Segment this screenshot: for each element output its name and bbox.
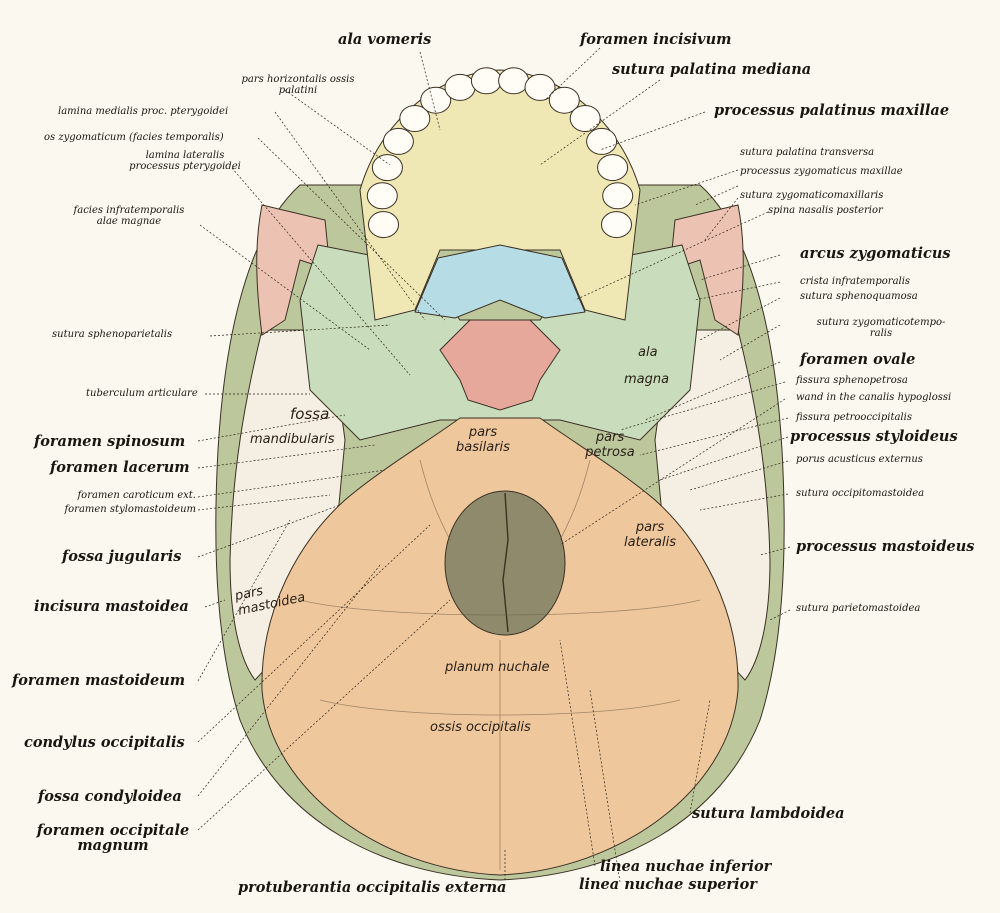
label-sutura-lambdoidea: sutura lambdoidea	[692, 805, 845, 822]
tooth	[420, 86, 452, 114]
teeth-row	[366, 67, 634, 239]
label-crista-infratemporalis: crista infratemporalis	[800, 276, 911, 287]
label-sutura-zygomaticotemporalis-line2: ralis	[869, 327, 893, 339]
label-sutura-palatina-mediana: sutura palatina mediana	[612, 61, 812, 78]
label-sutura-occipitomastoidea: sutura occipitomastoidea	[796, 488, 925, 499]
label-spina-nasalis-posterior: spina nasalis posterior	[768, 205, 883, 216]
label-foramen-mastoideum: foramen mastoideum	[12, 672, 186, 689]
tooth	[524, 73, 556, 101]
label-processus-palatinus-maxillae: processus palatinus maxillae	[714, 102, 950, 119]
label-sutura-zygomaticomaxillaris: sutura zygomaticomaxillaris	[740, 190, 884, 201]
label-foramen-caroticum: foramen caroticum ext.	[77, 490, 196, 501]
inside-ala: ala	[638, 345, 658, 360]
label-sutura-zygomaticotemporalis-line1: sutura zygomaticotempo-	[816, 317, 946, 328]
tooth	[371, 154, 403, 182]
foramen-line	[502, 492, 509, 633]
tooth	[597, 154, 629, 182]
label-processus-styloideus: processus styloideus	[790, 428, 958, 445]
vomer	[439, 319, 561, 411]
inside-pars-petrosa-line2: petrosa	[585, 445, 635, 460]
label-fissura-sphenopetrosa: fissura sphenopetrosa	[796, 375, 908, 386]
inside-magna: magna	[624, 372, 670, 387]
label-foramen-ovale: foramen ovale	[800, 351, 916, 368]
label-lamina-medialis: lamina medialis proc. pterygoidei	[58, 106, 229, 117]
inside-pars-lateralis-line2: lateralis	[624, 535, 676, 550]
label-tuberculum-articulare: tuberculum articulare	[86, 388, 198, 399]
inside-fossa: fossa	[290, 405, 330, 423]
label-wand-canalis: wand in the canalis hypoglossi	[796, 392, 952, 403]
tooth	[444, 73, 476, 101]
label-sutura-palatina-transversa: sutura palatina transversa	[740, 147, 875, 158]
tooth	[368, 211, 399, 239]
tooth	[382, 127, 414, 155]
tooth	[586, 127, 618, 155]
inside-ossis-occipitalis: ossis occipitalis	[430, 720, 531, 735]
tooth	[498, 67, 530, 95]
label-pars-horizontalis-line1: pars horizontalis ossis	[241, 74, 355, 85]
label-processus-zygomaticus-maxillae: processus zygomaticus maxillae	[740, 166, 903, 177]
inside-pars-lateralis-line1: pars	[635, 520, 665, 535]
shading	[299, 459, 701, 870]
inside-pars-petrosa-line1: pars	[595, 430, 625, 445]
label-porus-acusticus: porus acusticus externus	[796, 454, 923, 465]
inside-pars-basilaris-line2: basilaris	[456, 440, 510, 455]
label-sutura-zygomaticotemporalis: sutura zygomaticotempo-ralis	[796, 317, 966, 339]
label-ala-vomeris: ala vomeris	[338, 31, 432, 48]
label-fossa-jugularis: fossa jugularis	[62, 548, 182, 565]
palatine-bone	[414, 244, 586, 319]
label-foramen-lacerum: foramen lacerum	[50, 459, 190, 476]
label-linea-nuchae-inferior: linea nuchae inferior	[600, 858, 772, 875]
label-sutura-sphenoquamosa: sutura sphenoquamosa	[800, 291, 918, 302]
label-facies-infratemporalis-line1: facies infratemporalis	[73, 205, 185, 216]
label-foramen-stylomastoideum: foramen stylomastoideum	[64, 504, 196, 515]
label-foramen-spinosum: foramen spinosum	[34, 433, 186, 450]
label-pars-horizontalis-line2: palatini	[278, 84, 318, 96]
zygomatic-left	[256, 204, 331, 336]
inside-pars-basilaris-line1: pars	[468, 425, 498, 440]
label-os-zygomaticum: os zygomaticum (facies temporalis)	[44, 132, 224, 143]
label-sutura-parietomastoidea: sutura parietomastoidea	[796, 603, 921, 614]
tooth	[569, 105, 601, 132]
label-fossa-condyloidea: fossa condyloidea	[38, 788, 182, 805]
tooth	[366, 182, 398, 210]
label-facies-infratemporalis-line2: alae magnae	[96, 215, 162, 227]
label-processus-mastoideus: processus mastoideus	[796, 538, 975, 555]
label-protuberantia: protuberantia occipitalis externa	[238, 879, 507, 896]
palatine-maxilla	[359, 69, 641, 321]
label-condylus-occipitalis: condylus occipitalis	[24, 734, 185, 751]
label-fissura-petrooccipitalis: fissura petrooccipitalis	[796, 412, 912, 423]
tooth	[601, 211, 632, 239]
label-sutura-sphenoparietalis: sutura sphenoparietalis	[52, 329, 173, 340]
leader-lines	[197, 47, 791, 883]
inside-mandibularis: mandibularis	[250, 432, 335, 447]
label-lamina-lateralis-line1: lamina lateralis	[145, 150, 225, 161]
tooth	[399, 105, 431, 132]
label-linea-nuchae-superior: linea nuchae superior	[579, 876, 757, 893]
label-arcus-zygomaticus: arcus zygomaticus	[800, 245, 951, 262]
tooth	[548, 86, 580, 114]
label-foramen-occipitale-line1: foramen occipitale	[36, 822, 190, 839]
tooth	[470, 67, 502, 95]
label-incisura-mastoidea: incisura mastoidea	[34, 598, 189, 615]
tooth	[602, 182, 634, 210]
label-lamina-lateralis-line2: processus pterygoidei	[129, 160, 241, 172]
label-foramen-incisivum: foramen incisivum	[580, 31, 732, 48]
label-foramen-occipitale-line2: magnum	[77, 837, 149, 855]
inside-planum-nuchale: planum nuchale	[445, 660, 550, 675]
